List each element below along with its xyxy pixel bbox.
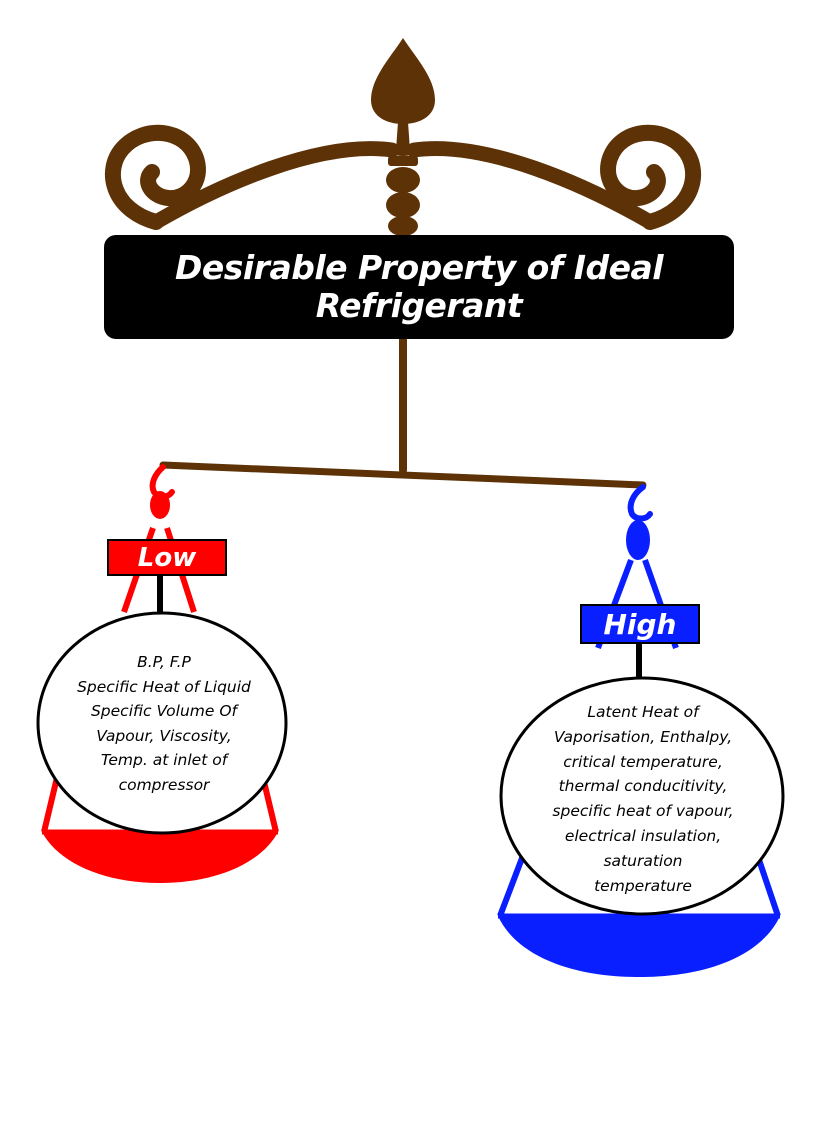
- high-property-item: saturation: [603, 851, 683, 870]
- high-property-item: thermal conducitivity,: [558, 777, 728, 796]
- ornamental-arch: [104, 38, 702, 236]
- high-pan: [497, 484, 785, 977]
- low-property-item: B.P, F.P: [137, 653, 191, 671]
- high-property-item: Latent Heat of: [587, 703, 699, 721]
- low-pan: [36, 464, 288, 883]
- low-property-item: Specific Heat of Liquid: [77, 677, 251, 696]
- low-properties-list: B.P, F.P Specific Heat of Liquid Specifi…: [40, 650, 288, 797]
- low-property-item: Vapour, Viscosity,: [96, 726, 232, 745]
- high-property-item: Vaporisation, Enthalpy,: [553, 727, 733, 746]
- title-line-1: Desirable Property of Ideal: [174, 248, 664, 287]
- high-property-item: temperature: [594, 876, 692, 895]
- low-property-item: compressor: [118, 775, 210, 794]
- high-property-item: electrical insulation,: [564, 826, 722, 845]
- high-label: High: [580, 604, 700, 644]
- title-line-2: Refrigerant: [315, 286, 523, 325]
- high-property-item: specific heat of vapour,: [552, 802, 734, 821]
- low-label: Low: [107, 539, 227, 576]
- high-property-item: critical temperature,: [563, 752, 723, 771]
- low-property-item: Specific Volume Of: [90, 702, 238, 720]
- scale-beam: [159, 334, 647, 489]
- high-properties-list: Latent Heat of Vaporisation, Enthalpy, c…: [503, 700, 783, 898]
- low-property-item: Temp. at inlet of: [100, 751, 228, 769]
- title-banner: Desirable Property of Ideal Refrigerant: [104, 235, 734, 339]
